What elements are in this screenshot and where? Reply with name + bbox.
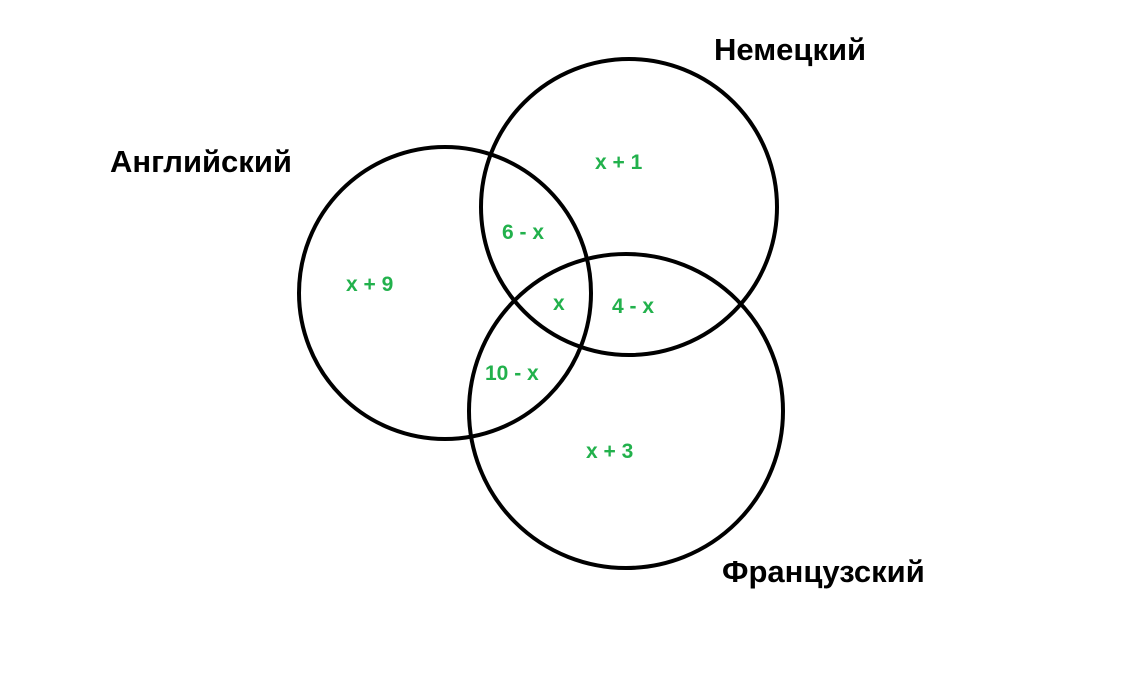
german-circle [479,57,779,357]
german-set-label: Немецкий [714,32,866,67]
english-set-label: Английский [110,144,292,179]
region-all-three: x [553,292,565,315]
region-german-only: x + 1 [595,151,643,174]
region-german-french: 4 - x [612,295,654,318]
region-french-only: x + 3 [586,440,633,463]
region-english-only: x + 9 [346,273,393,296]
french-circle [467,252,785,570]
region-english-french: 10 - x [485,362,539,385]
region-english-german: 6 - x [502,221,544,244]
french-set-label: Французский [722,554,925,589]
english-circle [297,145,593,441]
